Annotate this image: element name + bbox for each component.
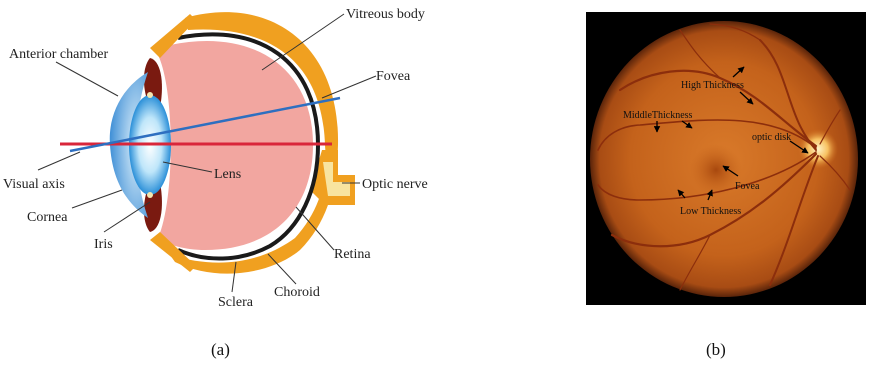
label-fovea-b: Fovea <box>735 181 760 192</box>
caption-a: (a) <box>211 340 230 359</box>
label-iris: Iris <box>94 237 113 252</box>
label-choroid: Choroid <box>274 285 320 300</box>
label-optic-disk: optic disk <box>752 132 791 143</box>
ciliary-dot-bottom <box>147 192 153 198</box>
leader-visual-axis <box>38 152 80 170</box>
label-low-thickness: Low Thickness <box>680 206 741 217</box>
label-sclera: Sclera <box>218 295 254 310</box>
eye-anatomy-diagram: Vitreous body Anterior chamber Fovea Vis… <box>3 7 428 359</box>
label-fovea-a: Fovea <box>376 69 411 84</box>
label-middle-thickness: MiddleThickness <box>623 110 693 121</box>
label-anterior-chamber: Anterior chamber <box>9 47 108 62</box>
label-cornea: Cornea <box>27 210 68 225</box>
leader-anterior-chamber <box>56 62 118 96</box>
label-vitreous-body: Vitreous body <box>346 7 425 22</box>
caption-b: (b) <box>706 340 726 359</box>
leader-cornea <box>72 190 122 208</box>
fundus-photograph: High Thickness MiddleThickness optic dis… <box>586 12 866 359</box>
label-lens: Lens <box>214 167 241 182</box>
label-high-thickness: High Thickness <box>681 80 744 91</box>
label-optic-nerve: Optic nerve <box>362 177 428 192</box>
label-retina: Retina <box>334 247 371 262</box>
ciliary-dot-top <box>147 92 153 98</box>
leader-fovea <box>322 76 376 98</box>
label-visual-axis: Visual axis <box>3 177 65 192</box>
leader-iris <box>104 202 150 232</box>
